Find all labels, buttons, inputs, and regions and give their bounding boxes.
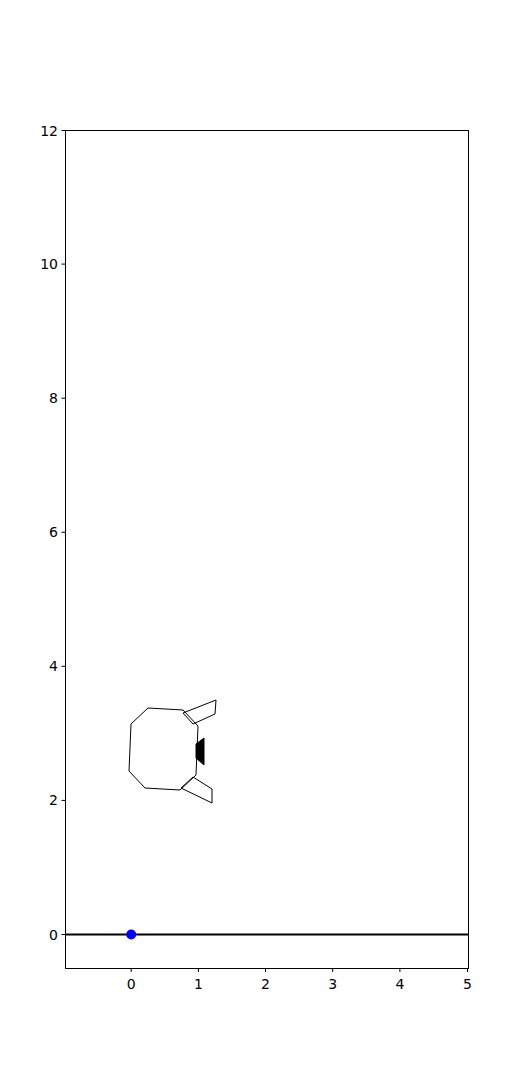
y-tick-label: 0: [49, 928, 58, 942]
x-ticks: [131, 969, 467, 973]
lander-body: [129, 700, 216, 803]
y-tick-label: 2: [49, 793, 58, 807]
lower-leg: [181, 777, 212, 803]
y-ticks: [62, 131, 66, 935]
x-tick-label: 5: [463, 977, 472, 991]
x-tick-label: 3: [328, 977, 337, 991]
axes-frame: [66, 131, 469, 969]
origin-dot: [126, 930, 136, 940]
y-tick-label: 4: [49, 659, 58, 673]
y-tick-label: 8: [49, 391, 58, 405]
y-tick-label: 10: [40, 257, 58, 271]
x-tick-label: 2: [261, 977, 270, 991]
thruster-flame: [196, 738, 204, 765]
upper-leg: [183, 700, 216, 724]
x-tick-label: 4: [395, 977, 404, 991]
x-tick-label: 1: [194, 977, 203, 991]
ground-line: [65, 934, 468, 936]
y-tick-label: 6: [49, 525, 58, 539]
y-tick-label: 12: [40, 124, 58, 138]
x-tick-label: 0: [127, 977, 136, 991]
